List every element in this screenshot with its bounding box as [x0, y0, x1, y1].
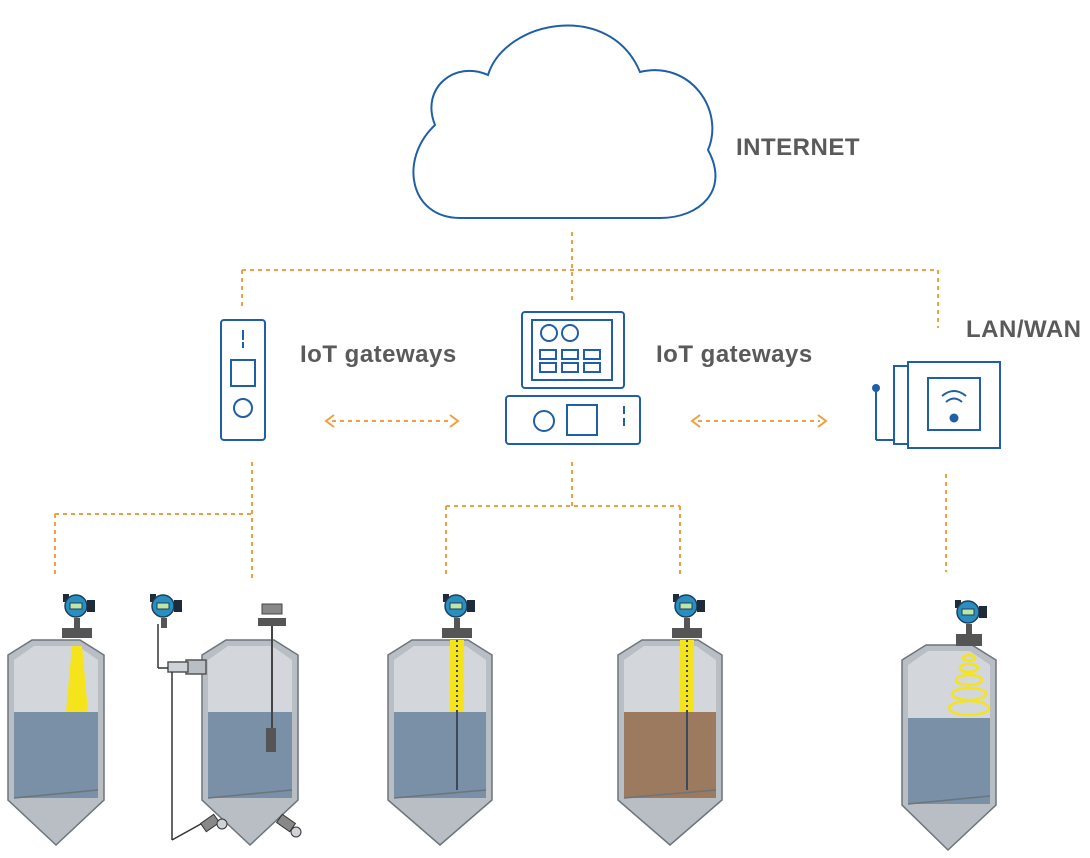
handheld-gateway-icon — [220, 319, 266, 441]
tank-guided-wave — [387, 593, 493, 846]
lan-wan-label: LAN/WAN — [966, 316, 1082, 343]
tank-guided-wave-solids — [617, 593, 723, 846]
tank-horn-radar — [901, 599, 997, 852]
iot-gateways-label-right: IoT gateways — [656, 341, 813, 368]
computer-gateway-icon — [505, 311, 641, 445]
iot-gateways-label-left: IoT gateways — [300, 341, 457, 368]
cloud-icon — [412, 24, 717, 219]
tank-displacer — [149, 593, 302, 847]
wireless-gateway-icon — [875, 361, 1001, 449]
network-connectors — [54, 232, 947, 578]
internet-label: INTERNET — [736, 134, 860, 161]
exchange-arrows — [324, 414, 828, 428]
tank-radar — [7, 593, 105, 847]
